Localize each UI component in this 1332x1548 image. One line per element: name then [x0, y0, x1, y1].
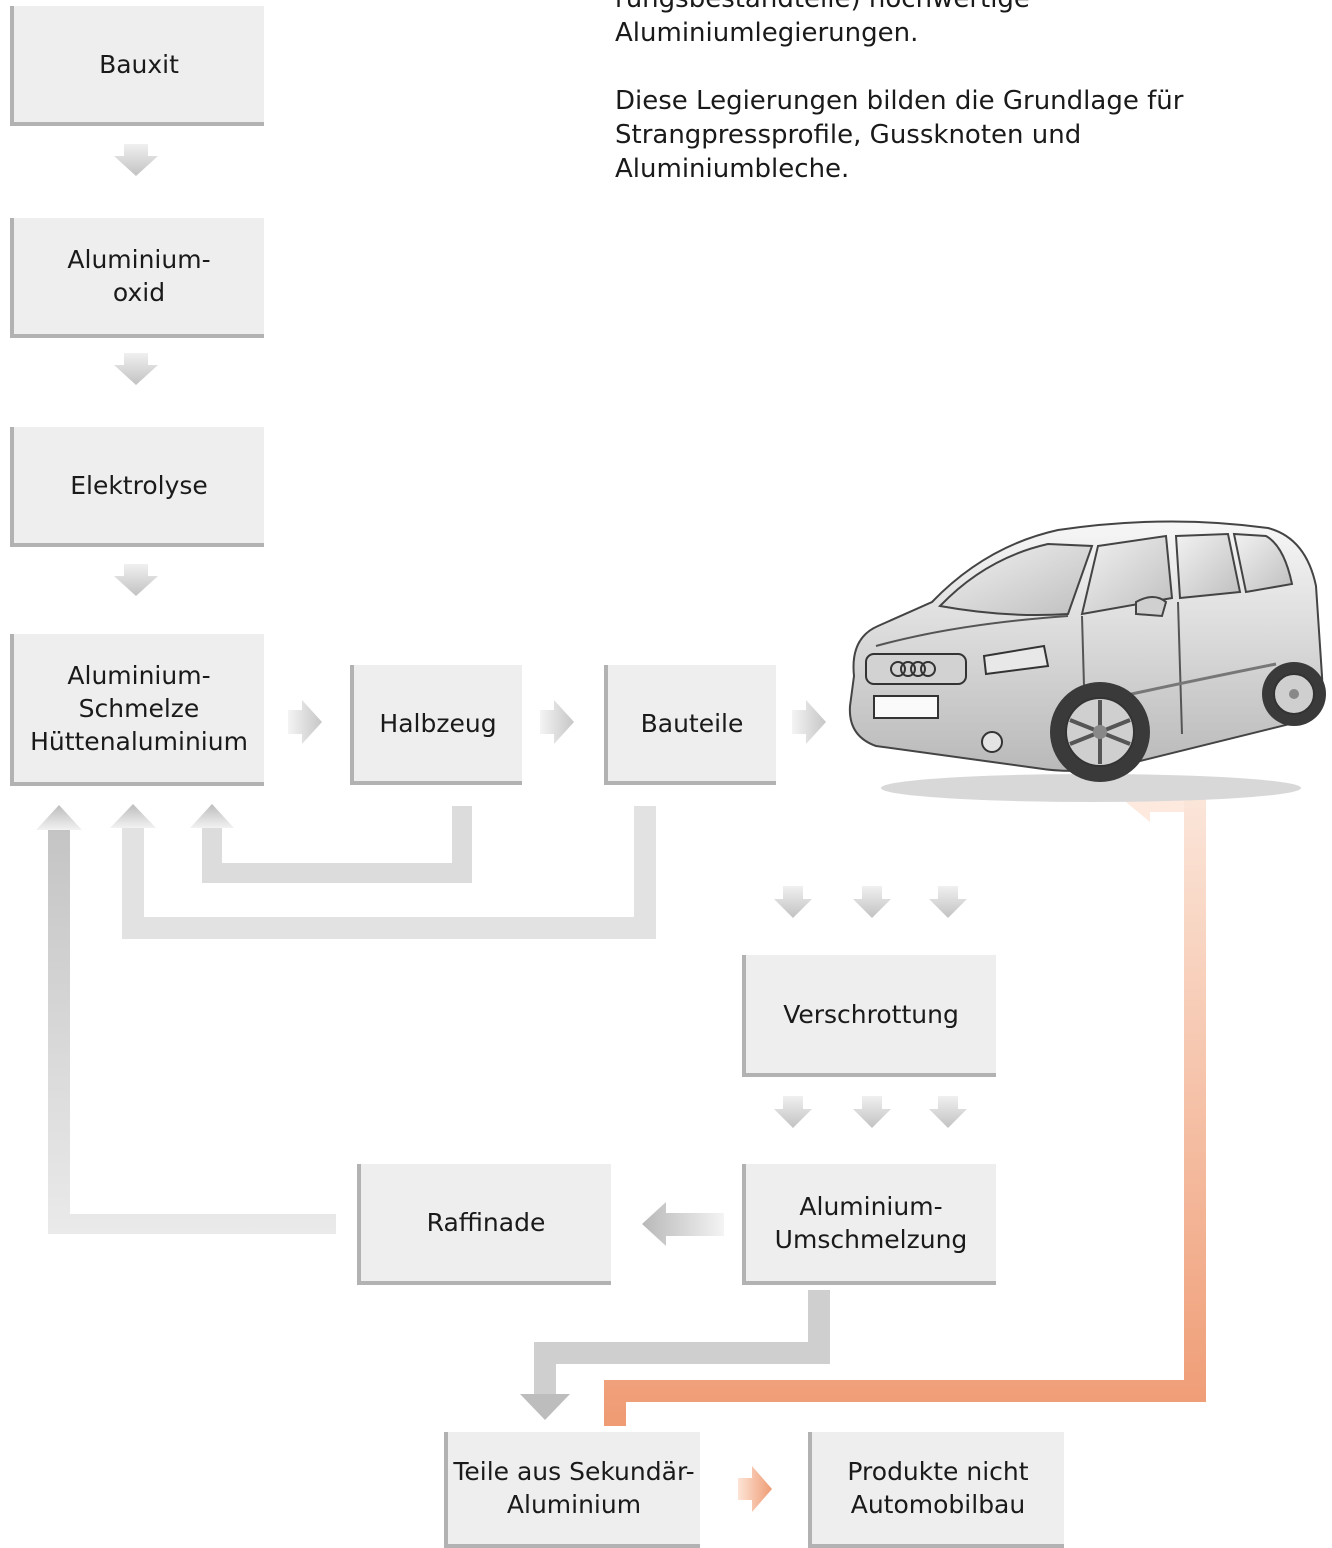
return-flow-halbzeug [190, 804, 472, 883]
arrow-left-umschmelzung-raffinade [642, 1202, 724, 1246]
arrow-down-oxid-elektrolyse [114, 353, 158, 385]
arrow-right-halbzeug-bauteile [540, 700, 574, 744]
return-flow-bauteile [110, 804, 656, 939]
arrow-right-sekundaer-produkte [738, 1466, 772, 1512]
arrow-down-elektrolyse-schmelze [114, 564, 158, 596]
orange-flow-to-car [604, 782, 1206, 1426]
arrow-right-bauteile-car [792, 700, 826, 744]
arrows-down-to-verschrottung [774, 886, 967, 918]
car-illustration [848, 520, 1326, 802]
arrow-right-schmelze-halbzeug [288, 700, 322, 744]
flow-umschmelzung-sekundaer [520, 1290, 830, 1420]
box-bauteile: Bauteile [604, 665, 776, 785]
arrow-down-bauxit-oxid [114, 144, 158, 176]
box-produkte-nicht-automobilbau: Produkte nicht Automobilbau [808, 1432, 1064, 1548]
box-teile-sekundaer-aluminium: Teile aus Sekundär- Aluminium [444, 1432, 700, 1548]
return-flow-raffinade [36, 805, 336, 1234]
intro-paragraph-1: rungsbestandteile) hochwertige Aluminium… [615, 0, 1030, 48]
box-halbzeug: Halbzeug [350, 665, 522, 785]
box-aluminium-umschmelzung: Aluminium- Umschmelzung [742, 1164, 996, 1285]
box-aluminium-schmelze: Aluminium- Schmelze Hüttenaluminium [10, 634, 264, 786]
arrows-down-to-umschmelzung [774, 1096, 967, 1128]
box-elektrolyse: Elektrolyse [10, 427, 264, 547]
box-raffinade: Raffinade [357, 1164, 611, 1285]
box-aluminiumoxid: Aluminium- oxid [10, 218, 264, 338]
intro-text: rungsbestandteile) hochwertige Aluminium… [615, 0, 1315, 220]
intro-paragraph-2: Diese Legierungen bilden die Grundlage f… [615, 86, 1184, 184]
box-verschrottung: Verschrottung [742, 955, 996, 1077]
box-bauxit: Bauxit [10, 6, 264, 126]
